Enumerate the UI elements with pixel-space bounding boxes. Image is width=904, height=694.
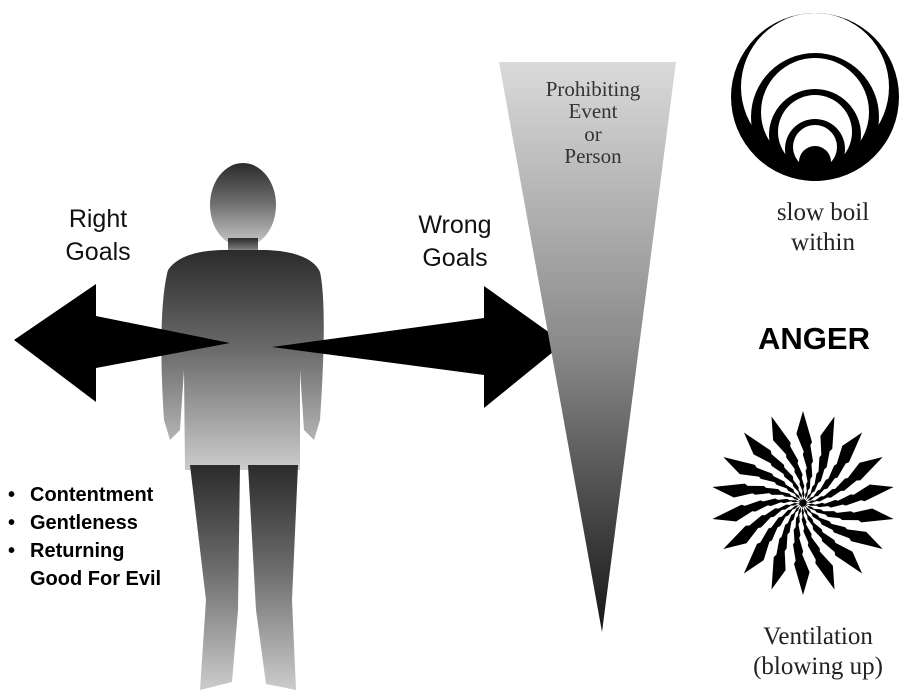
- virtue-text-continued: Good For Evil: [30, 568, 162, 590]
- ventilation-line2: (blowing up): [753, 652, 883, 680]
- bullet: •: [8, 540, 16, 562]
- list-item: • Contentment: [8, 481, 161, 509]
- wrong-goals-line1: Wrong: [418, 211, 492, 239]
- right-goals-label: Right Goals: [38, 204, 158, 269]
- right-goals-line2: Goals: [65, 238, 131, 267]
- list-item: • Gentleness: [8, 509, 161, 537]
- ventilation-line1: Ventilation: [763, 623, 873, 650]
- slow-boil-label: slow boil within: [728, 198, 904, 258]
- starburst-layer: [797, 497, 809, 509]
- wrong-goals-line2: Goals: [422, 244, 488, 273]
- slow-boil-line2: within: [791, 229, 855, 256]
- virtues-list: • Contentment • Gentleness • Returning Good…: [8, 481, 161, 593]
- bullet: •: [8, 484, 16, 506]
- trigger-line4: Person: [564, 143, 622, 168]
- virtue-text: Contentment: [30, 484, 154, 506]
- list-item: • Returning Good For Evil: [8, 537, 161, 593]
- trigger-line2: Event: [568, 99, 618, 124]
- prohibiting-wedge: [499, 62, 676, 632]
- right-goals-line1: Right: [68, 205, 128, 233]
- trigger-line1: Prohibiting: [545, 77, 641, 101]
- trigger-line3: or: [584, 121, 602, 146]
- wrong-goals-arrow: [272, 286, 564, 408]
- concentric-circles-icon: [731, 13, 899, 181]
- anger-heading: ANGER: [758, 321, 870, 356]
- virtue-text: Returning: [30, 540, 125, 562]
- right-goals-arrow: [14, 284, 230, 402]
- starburst-icon: [712, 411, 894, 595]
- ventilation-label: Ventilation (blowing up): [718, 622, 904, 681]
- virtue-text: Gentleness: [30, 512, 138, 534]
- wrong-goals-label: Wrong Goals: [400, 210, 510, 275]
- person-silhouette-icon: [161, 163, 324, 690]
- slow-boil-line1: slow boil: [776, 199, 870, 226]
- bullet: •: [8, 512, 16, 534]
- prohibiting-event-label: Prohibiting Event or Person: [526, 78, 660, 167]
